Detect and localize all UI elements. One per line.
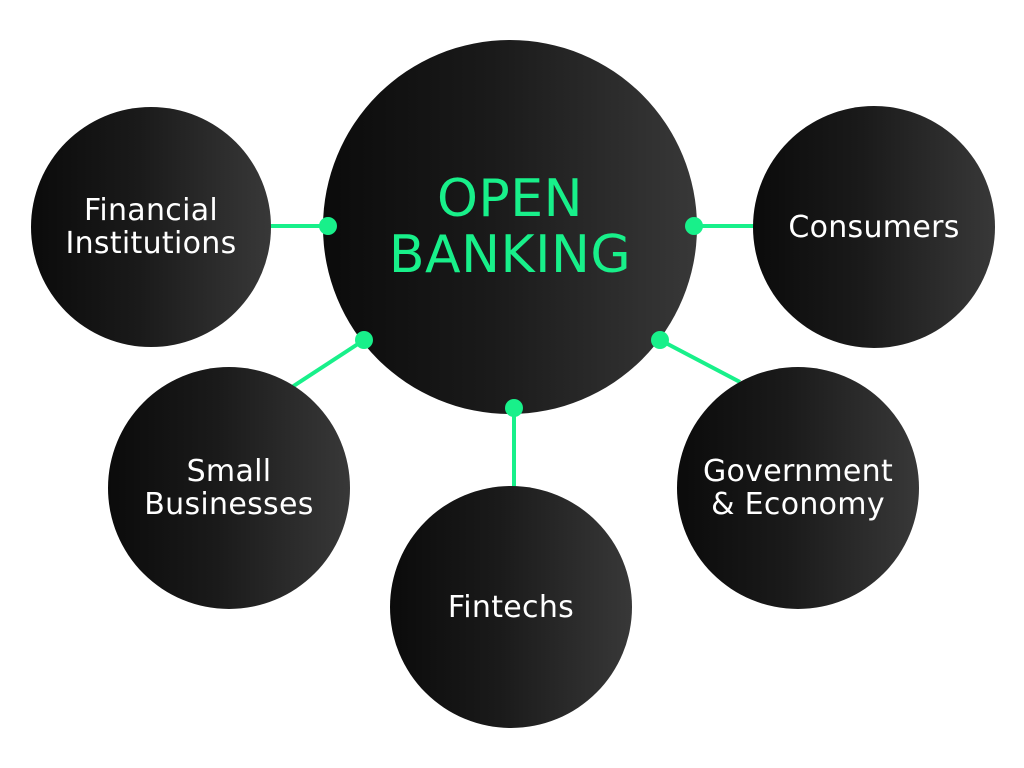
node-open-banking: OPEN BANKING [323, 40, 697, 414]
node-government-economy: Government & Economy [677, 367, 919, 609]
node-open-banking-label: OPEN BANKING [389, 171, 631, 283]
connector-small-businesses [290, 338, 366, 389]
node-small-businesses: Small Businesses [108, 367, 350, 609]
label-line: Consumers [788, 209, 960, 245]
node-consumers-label: Consumers [788, 211, 959, 244]
label-line: Financial [83, 193, 219, 228]
connector-dot-consumers [685, 217, 703, 235]
label-line: Small [186, 454, 272, 489]
label-line: Businesses [144, 487, 314, 522]
connector-dot-fintechs [505, 399, 523, 417]
node-financial-institutions-label: Financial Institutions [65, 194, 236, 260]
label-line: Fintechs [447, 589, 575, 625]
connector-dot-financial-institutions [319, 217, 337, 235]
label-line: OPEN [436, 169, 584, 229]
node-small-businesses-label: Small Businesses [144, 455, 313, 521]
node-consumers: Consumers [753, 106, 995, 348]
connector-government-economy [659, 338, 741, 384]
node-fintechs: Fintechs [390, 486, 632, 728]
connector-dot-government-economy [651, 331, 669, 349]
connector-dot-small-businesses [355, 331, 373, 349]
label-line: & Economy [711, 487, 885, 522]
label-line: BANKING [388, 225, 632, 285]
node-fintechs-label: Fintechs [448, 591, 574, 624]
node-government-economy-label: Government & Economy [703, 455, 893, 521]
label-line: Institutions [65, 226, 237, 261]
label-line: Government [702, 454, 894, 489]
node-financial-institutions: Financial Institutions [31, 107, 271, 347]
